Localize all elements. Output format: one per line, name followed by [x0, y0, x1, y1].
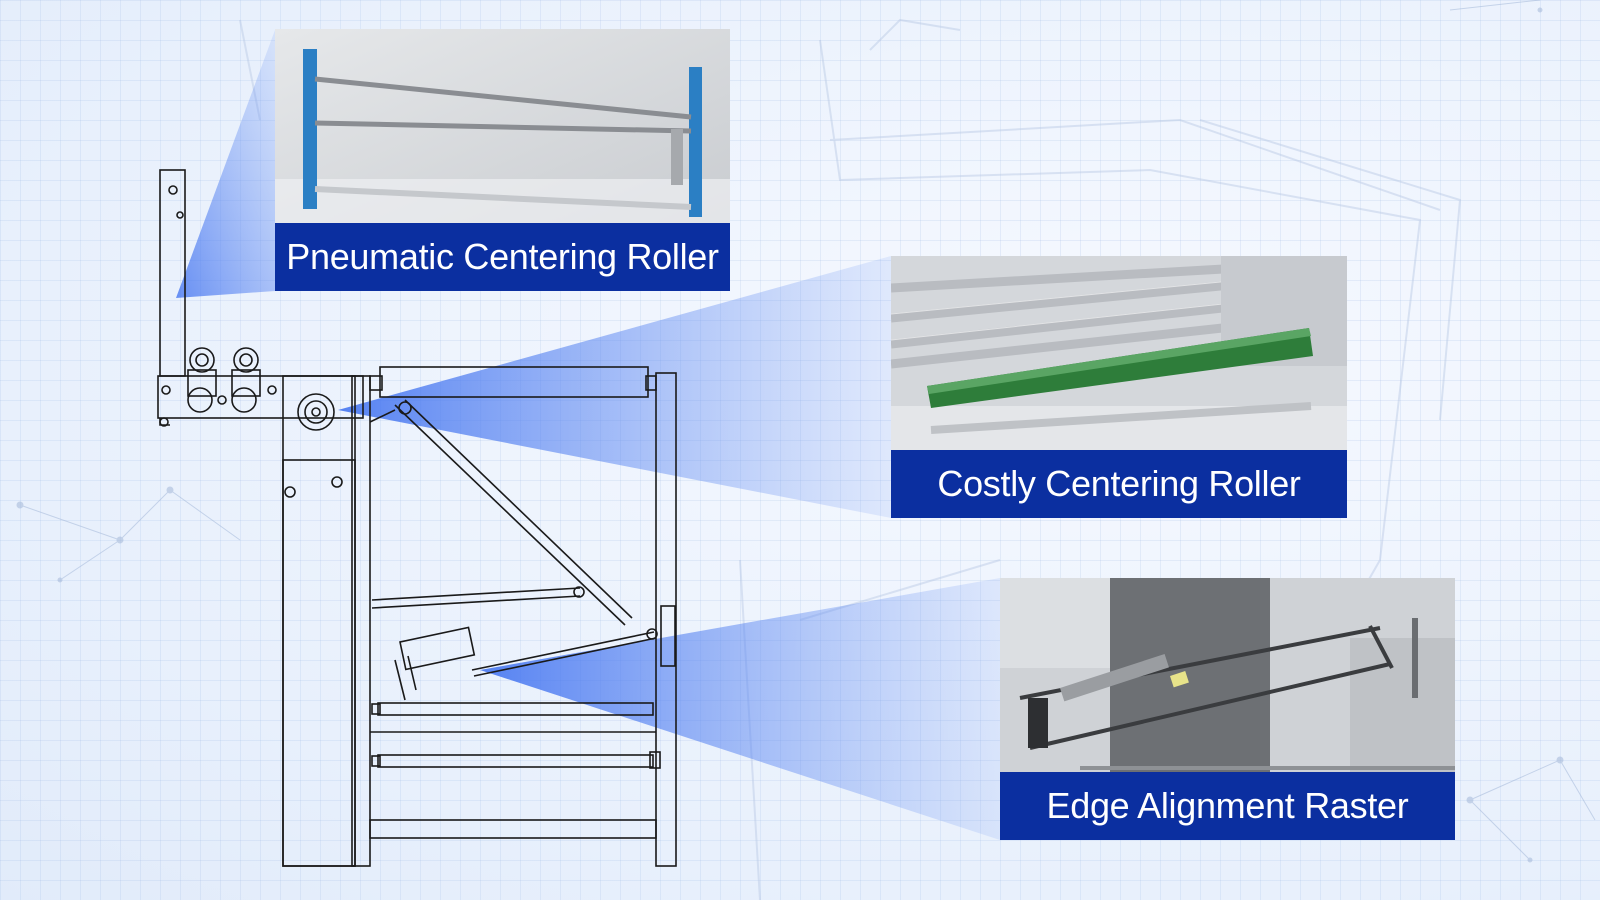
- pneumatic-centering-roller-photo: [275, 29, 730, 223]
- beam-costly: [338, 256, 891, 518]
- callout-edge-alignment-raster: Edge Alignment Raster: [1000, 578, 1455, 840]
- callout-label-costly: Costly Centering Roller: [891, 450, 1347, 518]
- callout-label-pneumatic: Pneumatic Centering Roller: [275, 223, 730, 291]
- callout-costly-centering-roller: Costly Centering Roller: [891, 256, 1347, 518]
- beam-pneumatic: [176, 30, 275, 298]
- costly-centering-roller-photo: [891, 256, 1347, 450]
- beam-edge: [480, 578, 1000, 840]
- edge-alignment-raster-photo: [1000, 578, 1455, 772]
- callout-pneumatic-centering-roller: Pneumatic Centering Roller: [275, 29, 730, 291]
- callout-label-edge: Edge Alignment Raster: [1000, 772, 1455, 840]
